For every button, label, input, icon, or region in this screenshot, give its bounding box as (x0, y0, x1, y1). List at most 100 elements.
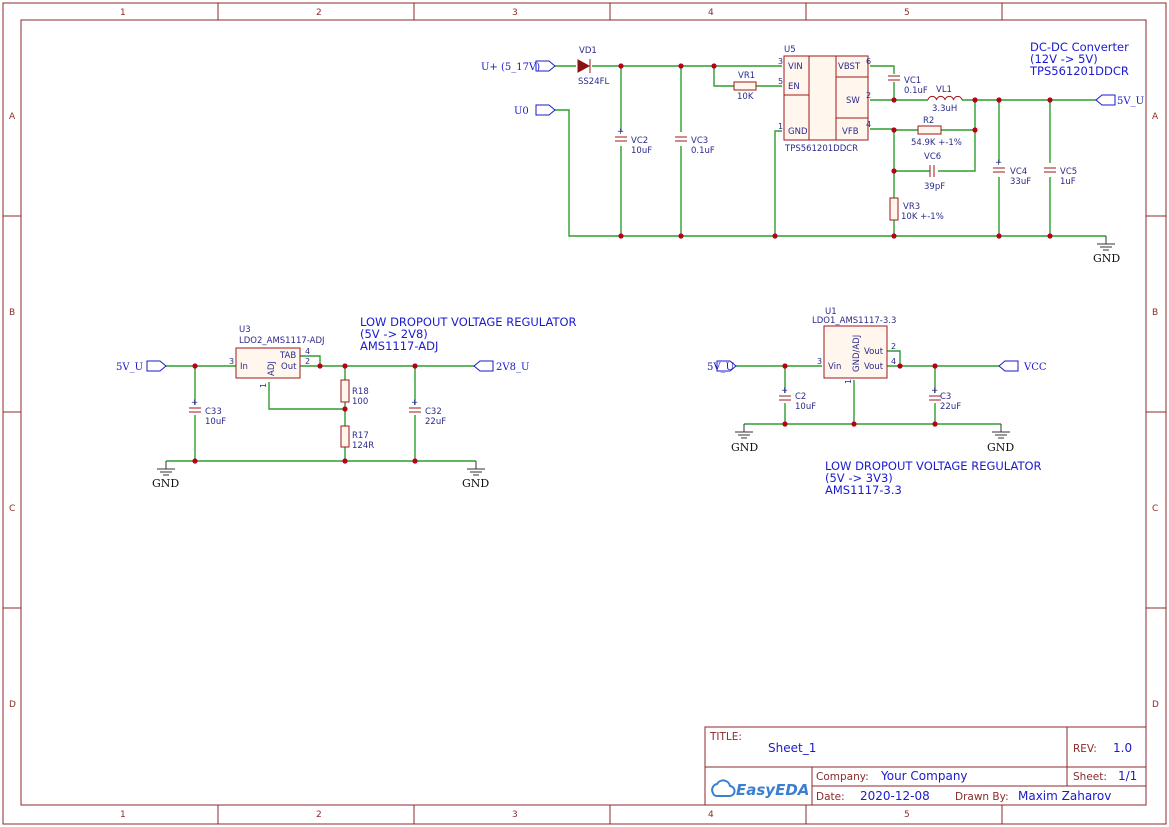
dcdc-junctions (618, 63, 1053, 239)
c33-value: 10uF (205, 417, 226, 427)
row-label-b: B (9, 308, 15, 318)
vc4-value: 33uF (1010, 177, 1031, 187)
svg-text:+: + (995, 158, 1002, 168)
resistor-r2: R2 54.9K +-1% (911, 116, 962, 148)
vc5-ref: VC5 (1060, 167, 1077, 177)
c3-value: 22uF (940, 402, 961, 412)
gnd-label-dcdc: GND (1093, 252, 1120, 265)
svg-text:+: + (617, 127, 624, 137)
u3-pinnum-adj: 1 (259, 383, 268, 388)
row-label-b-right: B (1152, 308, 1158, 318)
u5-pinnum-en: 5 (778, 77, 783, 86)
resistor-vr3: VR3 10K +-1% (889, 197, 944, 222)
capacitor-c3: + C3 22uF (929, 386, 961, 412)
c2-value: 10uF (795, 402, 816, 412)
ldo-2v8-section: LOW DROPOUT VOLTAGE REGULATOR (5V -> 2V8… (116, 315, 577, 490)
dcdc-title-line3: TPS561201DDCR (1029, 64, 1129, 78)
u1-pin-gnd-adj: GND/ADJ (852, 335, 862, 372)
r18-ref: R18 (352, 387, 369, 397)
u5-ref: U5 (784, 45, 796, 55)
u1-pinnum-vout2: 4 (891, 357, 896, 366)
date-label: Date: (816, 791, 845, 803)
capacitor-c2: + C2 10uF (779, 386, 816, 412)
ic-u5: U5 VIN EN GND VBST SW VFB 3 5 1 6 2 4 TP… (778, 45, 871, 154)
u1-pinnum-gnd: 1 (844, 379, 853, 384)
col-label-3: 3 (512, 8, 518, 18)
vc6-value: 39pF (924, 182, 945, 192)
u1-pin-vout2: Vout (864, 362, 884, 372)
u5-pin-vfb: VFB (842, 127, 859, 137)
u3-pin-adj: ADJ (267, 361, 277, 376)
gnd-symbol-ldo2v8-right: GND (462, 461, 489, 490)
dcdc-wires (555, 65, 1106, 237)
u3-pinnum-tab: 4 (305, 347, 310, 356)
net-flag-5v-in-ldo3v3: 5V_U (707, 360, 737, 373)
net-flag-u0: U0 (514, 104, 556, 117)
ldo3v3-title-line2: (5V -> 3V3) (825, 471, 893, 485)
row-label-d: D (9, 700, 16, 710)
gnd-label-ldo3v3-left: GND (731, 441, 758, 454)
ldo2v8-title-line1: LOW DROPOUT VOLTAGE REGULATOR (360, 315, 577, 329)
row-labels: A B C D A B C D (9, 112, 1159, 710)
gnd-label-ldo2v8-left: GND (152, 477, 179, 490)
drawn-by-value: Maxim Zaharov (1018, 789, 1111, 803)
u5-part: TPS561201DDCR (784, 144, 858, 154)
c32-value: 22uF (425, 417, 446, 427)
dcdc-title-line1: DC-DC Converter (1030, 40, 1129, 54)
capacitor-vc4: + VC4 33uF (993, 158, 1031, 187)
net-flag-2v8-out: 2V8_U (473, 360, 529, 373)
col-label-4: 4 (708, 8, 714, 18)
column-labels: 1 2 3 4 5 1 2 3 4 5 (120, 8, 910, 820)
capacitor-vc5: VC5 1uF (1044, 167, 1077, 187)
c32-ref: C32 (425, 407, 442, 417)
u5-pinnum-gnd: 1 (778, 122, 783, 131)
u1-part: LDO1_AMS1117-3.3 (812, 316, 896, 326)
svg-text:+: + (411, 398, 418, 408)
u5-pin-gnd: GND (788, 127, 808, 137)
net-label-vcc: VCC (1023, 362, 1047, 373)
row-label-c-right: C (1152, 504, 1158, 514)
sheet-value: 1/1 (1118, 769, 1137, 783)
gnd-symbol-ldo3v3-left: GND (731, 424, 758, 454)
u5-pinnum-vin: 3 (778, 57, 783, 66)
row-label-d-right: D (1152, 700, 1159, 710)
u1-ref: U1 (825, 307, 837, 317)
svg-text:+: + (931, 386, 938, 396)
u1-pinnum-vout1: 2 (891, 342, 896, 351)
r17-ref: R17 (352, 431, 369, 441)
dcdc-title: DC-DC Converter (12V -> 5V) TPS561201DDC… (1029, 40, 1129, 78)
col-label-3-bottom: 3 (512, 810, 518, 820)
c33-ref: C33 (205, 407, 222, 417)
ldo3v3-title-line3: AMS1117-3.3 (825, 483, 902, 497)
u3-part: LDO2_AMS1117-ADJ (239, 336, 325, 346)
u3-pin-in: In (240, 362, 248, 372)
u5-pin-vbst: VBST (838, 62, 861, 72)
title-label: TITLE: (709, 731, 742, 743)
vc4-ref: VC4 (1010, 167, 1027, 177)
u3-pin-out: Out (281, 362, 297, 372)
u3-pin-tab: TAB (279, 351, 296, 361)
resistor-vr1: VR1 10K (733, 71, 757, 102)
vc1-value: 0.1uF (904, 86, 928, 96)
vd1-value: SS24FL (578, 77, 609, 87)
capacitor-vc6: VC6 39pF (924, 152, 945, 192)
date-value: 2020-12-08 (860, 789, 930, 803)
net-flag-vcc: VCC (998, 360, 1047, 373)
u3-ref: U3 (239, 325, 251, 335)
easyeda-logo-text: EasyEDA (736, 781, 809, 799)
col-label-1-bottom: 1 (120, 810, 126, 820)
gnd-symbol-dcdc: GND (1093, 236, 1120, 265)
col-label-5: 5 (904, 8, 910, 18)
vl1-value: 3.3uH (932, 104, 957, 114)
r18-value: 100 (352, 397, 368, 407)
vc5-value: 1uF (1060, 177, 1076, 187)
resistor-r17: R17 124R (340, 425, 374, 451)
ldo2v8-wires (166, 355, 476, 462)
sheet-label: Sheet: (1073, 771, 1107, 783)
ldo3v3-title-line1: LOW DROPOUT VOLTAGE REGULATOR (825, 459, 1042, 473)
company-label: Company: (816, 771, 869, 783)
vc6-ref: VC6 (924, 152, 941, 162)
vc3-value: 0.1uF (691, 146, 715, 156)
